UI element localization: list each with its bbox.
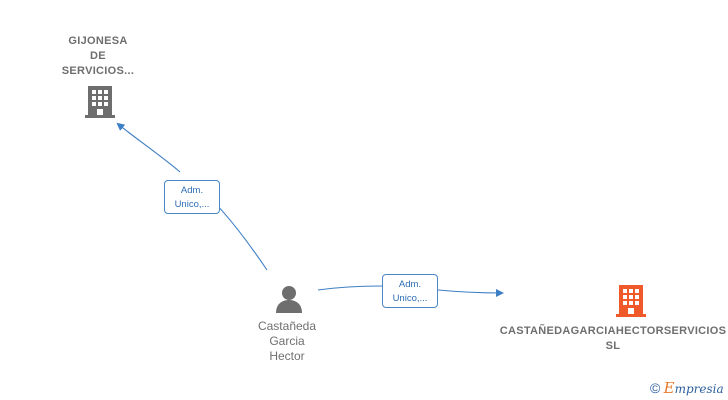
company-label-castaneda-sl[interactable]: CASTAÑEDAGARCIAHECTORSERVICIOS SL — [499, 325, 727, 352]
company-label-gijonesa[interactable]: GIJONESA DE SERVICIOS... — [61, 35, 135, 77]
brand-credit: © Empresia — [650, 379, 724, 399]
edge-person-to-company-sl — [317, 285, 502, 293]
edge-label-role[interactable]: Adm. Unico,... — [164, 180, 220, 214]
person-icon[interactable] — [276, 286, 302, 313]
copyright-symbol: © — [650, 380, 661, 396]
brand-logo-initial: E — [663, 379, 675, 397]
building-icon[interactable] — [616, 285, 646, 317]
person-label-castaneda[interactable]: Castañeda Garcia Hector — [257, 319, 317, 363]
edge-label-role[interactable]: Adm. Unico,... — [382, 274, 438, 308]
building-icon[interactable] — [85, 86, 115, 118]
brand-logo-text: mpresia — [674, 382, 724, 396]
